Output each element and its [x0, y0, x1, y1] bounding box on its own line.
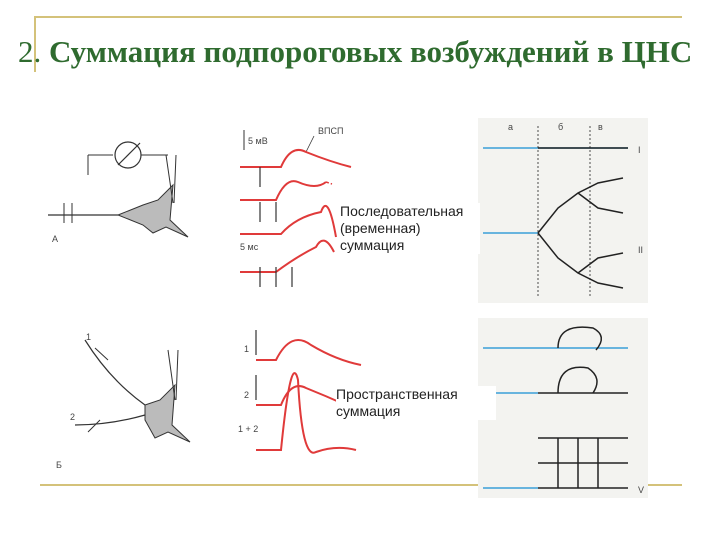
frame-left-line	[34, 16, 36, 72]
traces-spatial: 1 2 1 + 2	[238, 330, 362, 454]
input-1-label: 1	[86, 332, 91, 342]
scheme-row-5: V	[638, 485, 644, 495]
neuron-figure-a: А	[48, 141, 189, 244]
stim-12-label: 1 + 2	[238, 424, 258, 434]
frame-top-line	[36, 16, 682, 18]
scheme-row-2: II	[638, 245, 643, 255]
spatial-summation-label: Пространственная суммация	[336, 386, 496, 420]
title-number: 2.	[18, 34, 42, 69]
spatial-summation-line-2: суммация	[336, 403, 401, 419]
epsp-label: ВПСП	[318, 126, 343, 136]
stim-1-label: 1	[244, 344, 249, 354]
scale-mv-label: 5 мВ	[248, 136, 268, 146]
stim-2-label: 2	[244, 390, 249, 400]
scheme-temporal: a б в I II	[478, 118, 648, 303]
spatial-summation-line-1: Пространственная	[336, 386, 458, 402]
frame-bottom-line	[40, 484, 682, 486]
neuron-figure-b: 1 2 Б	[56, 332, 191, 470]
scheme-mark-b: б	[558, 122, 563, 132]
title-text: Суммация подпороговых возбуждений в ЦНС	[49, 34, 693, 69]
traces-temporal: 5 мВ ВПСП 5 мс	[240, 126, 352, 287]
temporal-summation-line-3: суммация	[340, 237, 405, 253]
slide-title: 2. Суммация подпороговых возбуждений в Ц…	[18, 30, 708, 74]
scale-ms-label: 5 мс	[240, 242, 259, 252]
temporal-summation-line-1: Последовательная	[340, 203, 464, 219]
scheme-spatial: V	[478, 318, 648, 498]
temporal-summation-line-2: (временная)	[340, 220, 421, 236]
scheme-row-1: I	[638, 145, 641, 155]
input-2-label: 2	[70, 412, 75, 422]
panel-b-label: Б	[56, 460, 62, 470]
temporal-summation-label: Последовательная (временная) суммация	[340, 203, 480, 254]
scheme-mark-v: в	[598, 122, 603, 132]
scheme-mark-a: a	[508, 122, 513, 132]
panel-a-label: А	[52, 234, 58, 244]
